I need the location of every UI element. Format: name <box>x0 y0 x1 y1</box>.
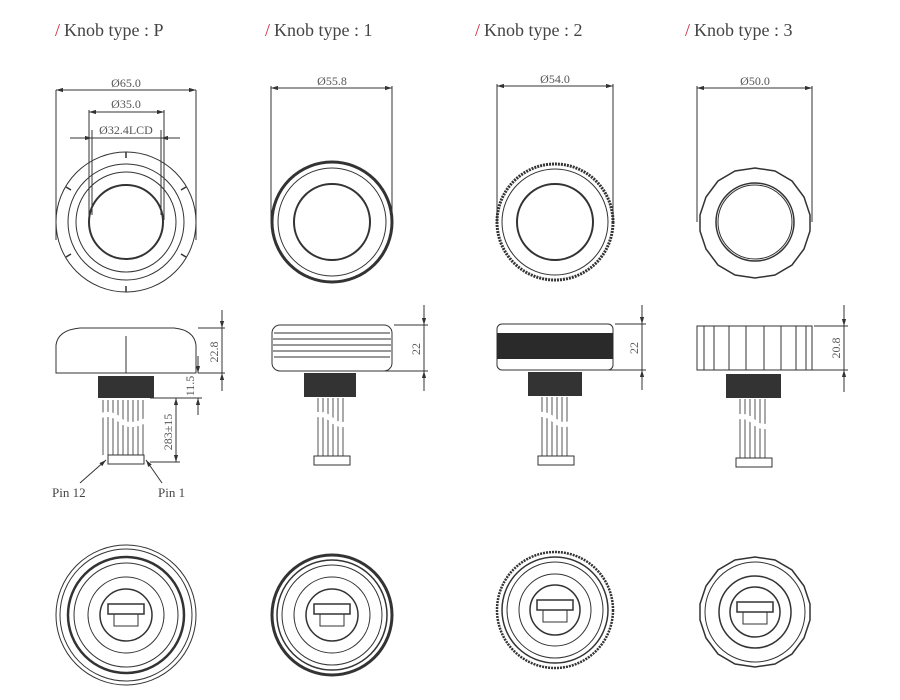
dim-height: 22 <box>627 342 641 354</box>
dim-cable-length: 283±15 <box>161 414 175 451</box>
dim-diameter-inner: Ø35.0 <box>111 97 141 111</box>
pin-1-label: Pin 1 <box>158 485 186 500</box>
dim-diameter: Ø55.8 <box>317 74 347 88</box>
dim-height-shaft: 11.5 <box>183 376 197 397</box>
knob-3-column: /Knob type : 3 Ø50.0 20.8 <box>680 0 900 700</box>
dim-diameter: Ø50.0 <box>740 74 770 88</box>
knob-3-title: /Knob type : 3 <box>685 20 793 40</box>
dim-diameter-lcd: Ø32.4LCD <box>99 123 153 137</box>
knob-1-drawing: Ø55.8 22 <box>270 74 428 677</box>
knob-1-title: /Knob type : 1 <box>265 20 373 40</box>
knob-p-drawing: Ø65.0 Ø35.0 Ø32.4LCD <box>55 76 225 686</box>
knob-2-column: /Knob type : 2 Ø54.0 22 <box>470 0 690 700</box>
dim-height-knob: 22.8 <box>207 342 221 363</box>
knob-p-title: /Knob type : P <box>55 20 164 40</box>
knob-2-drawing: Ø54.0 22 <box>495 72 646 670</box>
dim-height: 20.8 <box>829 338 843 359</box>
dim-diameter: Ø54.0 <box>540 72 570 86</box>
knob-p-column: /Knob type : P Ø65.0 Ø35.0 Ø32.4LCD <box>40 0 260 700</box>
pin-12-label: Pin 12 <box>52 485 86 500</box>
dim-height: 22 <box>409 343 423 355</box>
knob-3-drawing: Ø50.0 20.8 <box>696 74 848 668</box>
knob-1-column: /Knob type : 1 Ø55.8 22 <box>260 0 480 700</box>
dim-diameter-outer: Ø65.0 <box>111 76 141 90</box>
knob-2-title: /Knob type : 2 <box>475 20 583 40</box>
